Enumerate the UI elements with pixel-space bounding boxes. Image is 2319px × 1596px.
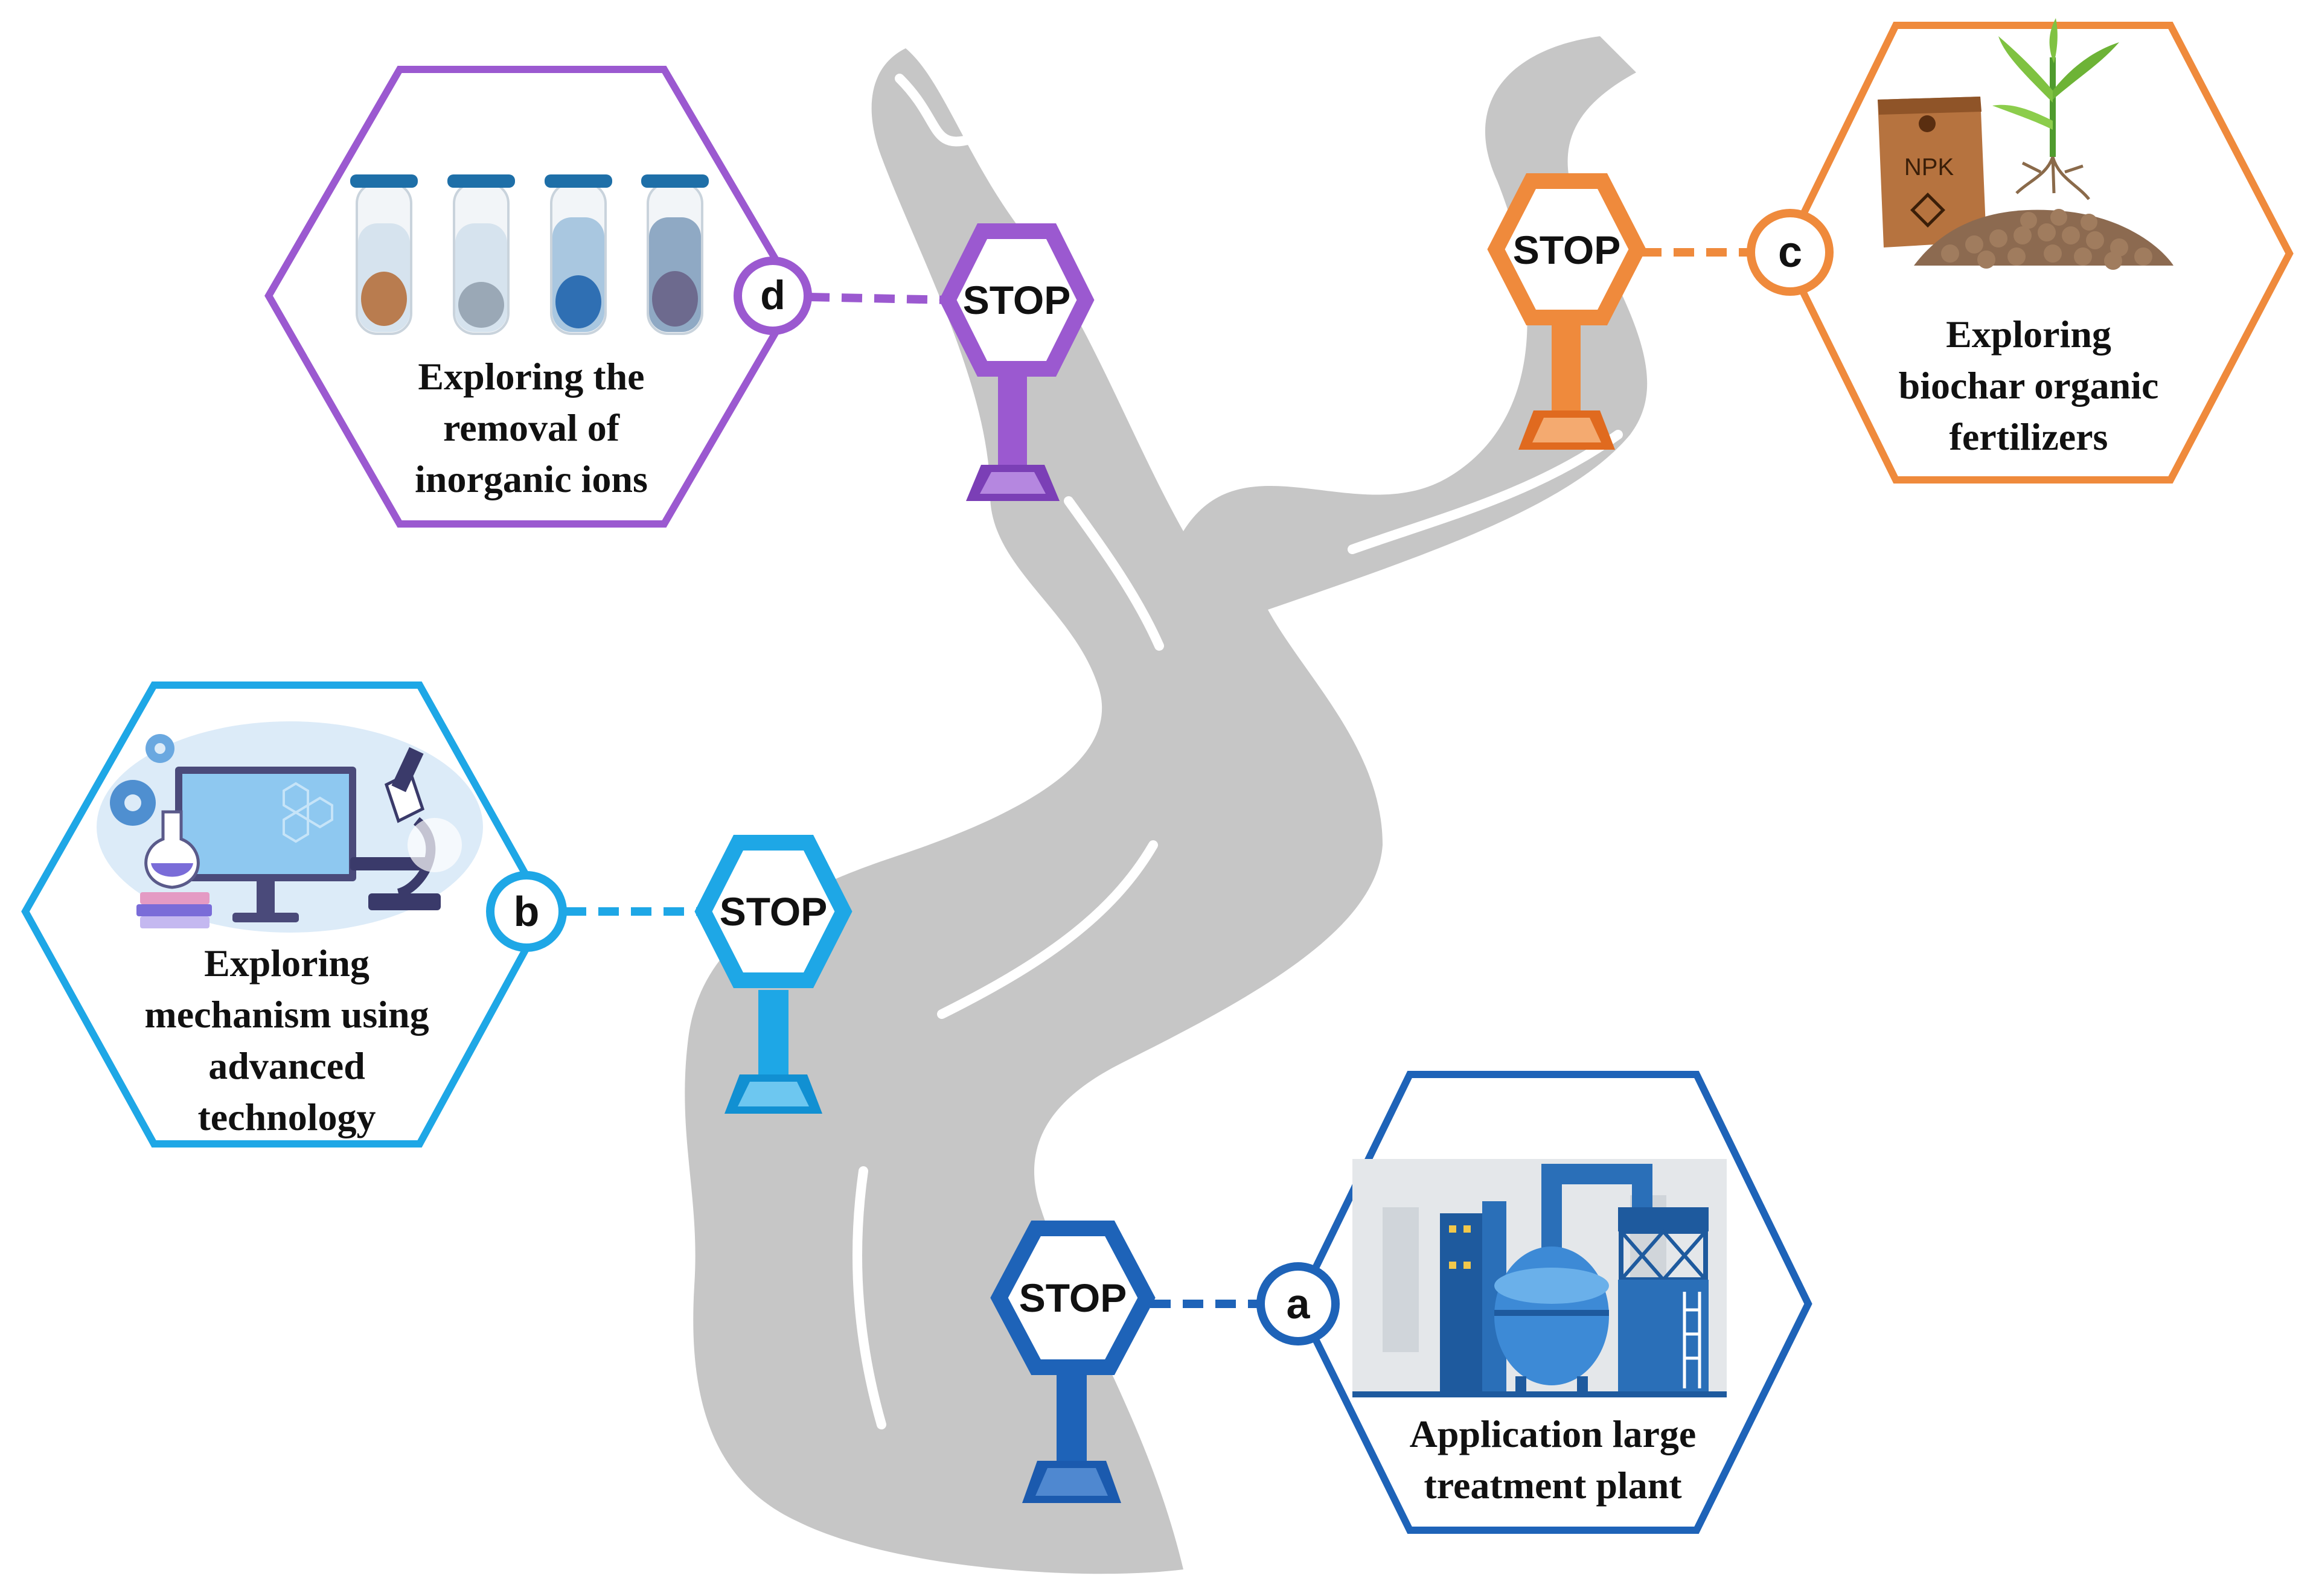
road-lane-marking [852, 1166, 886, 1429]
stop-post [1552, 320, 1581, 410]
fertilizer-plant-icon: NPK [1878, 18, 2173, 270]
road-lane-marking [895, 74, 977, 147]
panel-caption-line: fertilizers [1950, 415, 2108, 458]
stop-hexagon [990, 1221, 1156, 1375]
panel-caption-line: Application large [1410, 1412, 1697, 1455]
svg-text:a: a [1287, 1280, 1311, 1327]
panel-caption-line: Exploring [204, 942, 369, 985]
road [685, 36, 1648, 1574]
panel-caption-line: inorganic ions [415, 458, 648, 500]
badge-b: b [486, 871, 567, 952]
svg-text:c: c [1778, 228, 1802, 276]
stop-post [998, 374, 1027, 465]
stop-base-inner [738, 1082, 809, 1106]
treatment-plant-icon [1352, 1159, 1727, 1397]
panel-caption-line: biochar organic [1899, 364, 2159, 407]
svg-text:d: d [760, 272, 785, 318]
road-lane-marking [1348, 430, 1623, 554]
svg-text:b: b [514, 888, 540, 935]
panel-d: Exploring the removal of inorganic ions [264, 66, 801, 528]
stop-label: STOP [1513, 228, 1621, 272]
panel-a: Application large treatment plant [1294, 1071, 1812, 1534]
test-tubes-icon [350, 174, 709, 335]
panel-hexagon [264, 66, 801, 528]
road-surface [685, 36, 1648, 1574]
stop-label: STOP [963, 278, 1071, 322]
stop-post [758, 990, 788, 1074]
stop-base-inner [1532, 418, 1601, 442]
panel-caption-line: removal of [443, 406, 620, 449]
badge-a: a [1256, 1262, 1340, 1345]
stop-sign-b: STOP [694, 835, 852, 1114]
panel-caption-line: treatment plant [1424, 1464, 1682, 1507]
panel-b: Exploring mechanism using advanced techn… [21, 681, 551, 1148]
badge-d: d [734, 257, 812, 335]
panel-caption-line: mechanism using [144, 993, 429, 1036]
stop-hexagon [694, 835, 852, 988]
stop-base-inner [980, 472, 1046, 494]
stop-label: STOP [1019, 1275, 1127, 1320]
stop-sign-d: STOP [939, 223, 1095, 501]
stop-sign-c: STOP [1487, 173, 1646, 450]
stop-hexagon [1487, 173, 1646, 325]
bag-label: NPK [1904, 154, 1954, 180]
panel-c: NPK Exploring biochar organic fertiliz [1780, 18, 2294, 484]
stop-post [1057, 1370, 1087, 1461]
panel-caption-line: Exploring [1946, 313, 2111, 356]
panel-caption-line: Exploring the [418, 355, 644, 398]
stop-base-inner [1035, 1468, 1108, 1496]
lab-computer-icon [97, 721, 483, 933]
stop-hexagon [939, 223, 1095, 377]
road-lane-marking [937, 840, 1158, 1019]
stop-sign-a: STOP [990, 1221, 1156, 1503]
panel-caption-line: advanced [208, 1044, 365, 1087]
stop-label: STOP [720, 889, 828, 934]
badge-c: c [1747, 209, 1834, 296]
panel-caption-line: technology [197, 1096, 376, 1138]
connector-d [808, 293, 952, 304]
road-lane-marking [1064, 496, 1164, 651]
